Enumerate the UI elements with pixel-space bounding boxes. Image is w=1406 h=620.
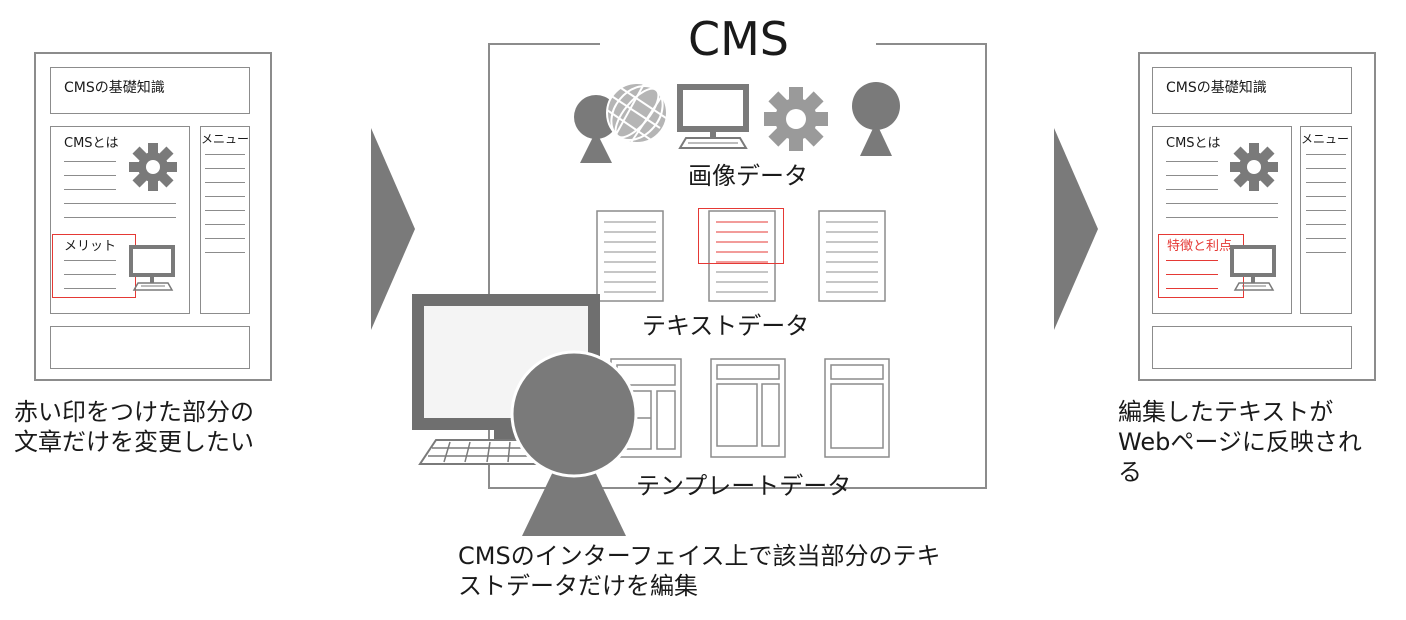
cms-frame xyxy=(488,43,987,489)
cms-caption-line1: CMSのインターフェイス上で該当部分のテキ xyxy=(458,542,941,570)
person-icon xyxy=(852,82,900,156)
left-page-footer xyxy=(50,326,250,369)
text-line xyxy=(64,260,116,261)
menu-line xyxy=(1306,196,1346,197)
gear-icon xyxy=(764,87,828,151)
text-data-label: テキストデータ xyxy=(642,312,810,340)
document-icon-highlighted xyxy=(708,210,776,302)
text-line xyxy=(64,161,116,162)
gear-icon xyxy=(1230,143,1278,191)
left-caption-line2: 文章だけを変更したい xyxy=(14,428,254,456)
text-line xyxy=(64,274,116,275)
menu-line xyxy=(205,168,245,169)
right-page-sidebar xyxy=(1300,126,1352,314)
text-line xyxy=(1166,217,1278,218)
template-data-label: テンプレートデータ xyxy=(636,472,852,500)
text-line xyxy=(1166,189,1218,190)
right-highlight-label: 特徴と利点 xyxy=(1167,239,1233,254)
text-line xyxy=(64,288,116,289)
menu-line xyxy=(205,154,245,155)
left-page-title: CMSの基礎知識 xyxy=(64,80,165,96)
menu-line xyxy=(1306,182,1346,183)
menu-line xyxy=(1306,252,1346,253)
right-page-header xyxy=(1152,67,1352,114)
edited-text-line xyxy=(1166,260,1218,261)
text-line xyxy=(64,189,116,190)
edited-text-line xyxy=(1166,274,1218,275)
template-icon xyxy=(710,358,786,458)
right-caption-line1: 編集したテキストが xyxy=(1118,398,1334,426)
text-line xyxy=(1166,203,1278,204)
right-caption-line2: Webページに反映され xyxy=(1118,428,1362,456)
left-section-title: CMSとは xyxy=(64,136,119,151)
right-page-title: CMSの基礎知識 xyxy=(1166,80,1267,96)
menu-line xyxy=(205,224,245,225)
menu-line xyxy=(205,196,245,197)
text-line xyxy=(1166,175,1218,176)
left-page-sidebar xyxy=(200,126,250,314)
gear-icon xyxy=(129,143,177,191)
right-caption-line3: る xyxy=(1118,458,1142,486)
user-icon xyxy=(510,350,638,536)
arrow-right-icon xyxy=(371,128,415,330)
cms-caption-line2: ストデータだけを編集 xyxy=(458,572,698,600)
monitor-icon xyxy=(677,84,749,149)
left-caption-line1: 赤い印をつけた部分の xyxy=(14,398,254,426)
cms-title: CMS xyxy=(688,12,790,66)
monitor-icon xyxy=(129,245,175,291)
menu-line xyxy=(1306,224,1346,225)
menu-line xyxy=(1306,168,1346,169)
menu-line xyxy=(205,252,245,253)
document-icon xyxy=(818,210,886,302)
left-page-header xyxy=(50,67,250,114)
globe-icon xyxy=(606,82,668,145)
menu-line xyxy=(205,210,245,211)
edited-text-line xyxy=(1166,288,1218,289)
left-highlight-label: メリット xyxy=(64,239,117,254)
image-data-label: 画像データ xyxy=(688,162,808,190)
left-menu-label: メニュー xyxy=(201,132,250,146)
cms-highlight-box xyxy=(698,208,784,264)
right-menu-label: メニュー xyxy=(1301,132,1350,146)
menu-line xyxy=(205,182,245,183)
monitor-icon xyxy=(1230,245,1276,291)
text-line xyxy=(64,203,176,204)
text-line xyxy=(64,175,116,176)
right-section-title: CMSとは xyxy=(1166,136,1221,151)
arrow-right-icon xyxy=(1054,128,1098,330)
right-page-footer xyxy=(1152,326,1352,369)
text-line xyxy=(64,217,176,218)
menu-line xyxy=(1306,238,1346,239)
menu-line xyxy=(1306,210,1346,211)
menu-line xyxy=(1306,154,1346,155)
menu-line xyxy=(205,238,245,239)
template-icon xyxy=(824,358,890,458)
text-line xyxy=(1166,161,1218,162)
document-icon xyxy=(596,210,664,302)
